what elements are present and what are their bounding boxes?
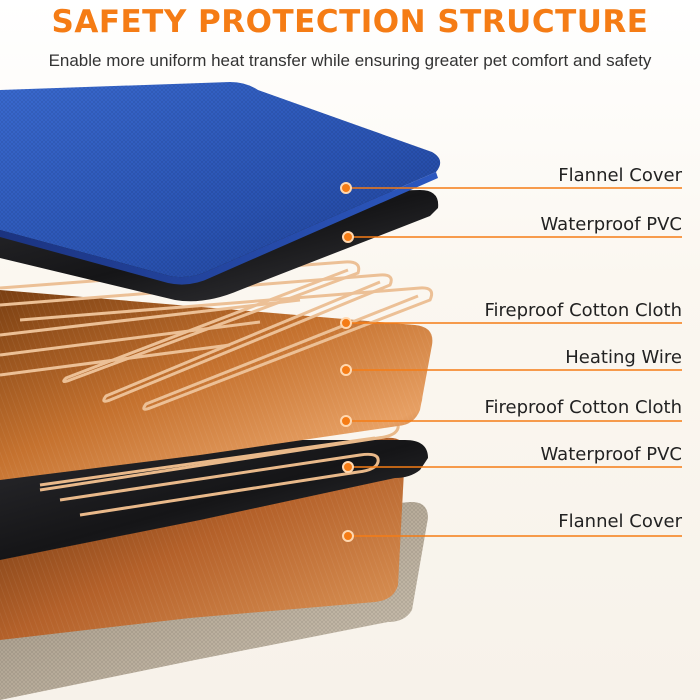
layer-label-heating-wire: Heating Wire	[565, 347, 682, 368]
layer-label-fireproof-cotton-cloth-upper: Fireproof Cotton Cloth	[484, 300, 682, 321]
leader-heating-wire	[340, 364, 682, 376]
leader-fireproof-cotton-cloth-lower	[340, 415, 682, 427]
leader-waterproof-pvc-upper	[342, 231, 682, 243]
layer-label-waterproof-pvc-upper: Waterproof PVC	[540, 214, 682, 235]
heating-wire-coil-upper	[0, 260, 434, 411]
page-subtitle: Enable more uniform heat transfer while …	[48, 51, 652, 70]
layer-waterproof-pvc-lower	[0, 440, 428, 560]
layer-label-waterproof-pvc-lower: Waterproof PVC	[540, 444, 682, 465]
leader-fireproof-cotton-cloth-upper	[340, 317, 682, 329]
layer-label-flannel-cover-top: Flannel Cover	[558, 165, 682, 186]
leader-flannel-cover-bottom	[342, 530, 682, 542]
layer-label-fireproof-cotton-cloth-lower: Fireproof Cotton Cloth	[484, 397, 682, 418]
layer-flannel-cover-top	[0, 82, 441, 285]
leader-flannel-cover-top	[340, 182, 682, 194]
layer-fireproof-cotton-cloth-upper	[0, 290, 433, 480]
page-title: SAFETY PROTECTION STRUCTURE	[51, 4, 649, 40]
leader-waterproof-pvc-lower	[342, 461, 682, 473]
layer-label-flannel-cover-bottom: Flannel Cover	[558, 511, 682, 532]
